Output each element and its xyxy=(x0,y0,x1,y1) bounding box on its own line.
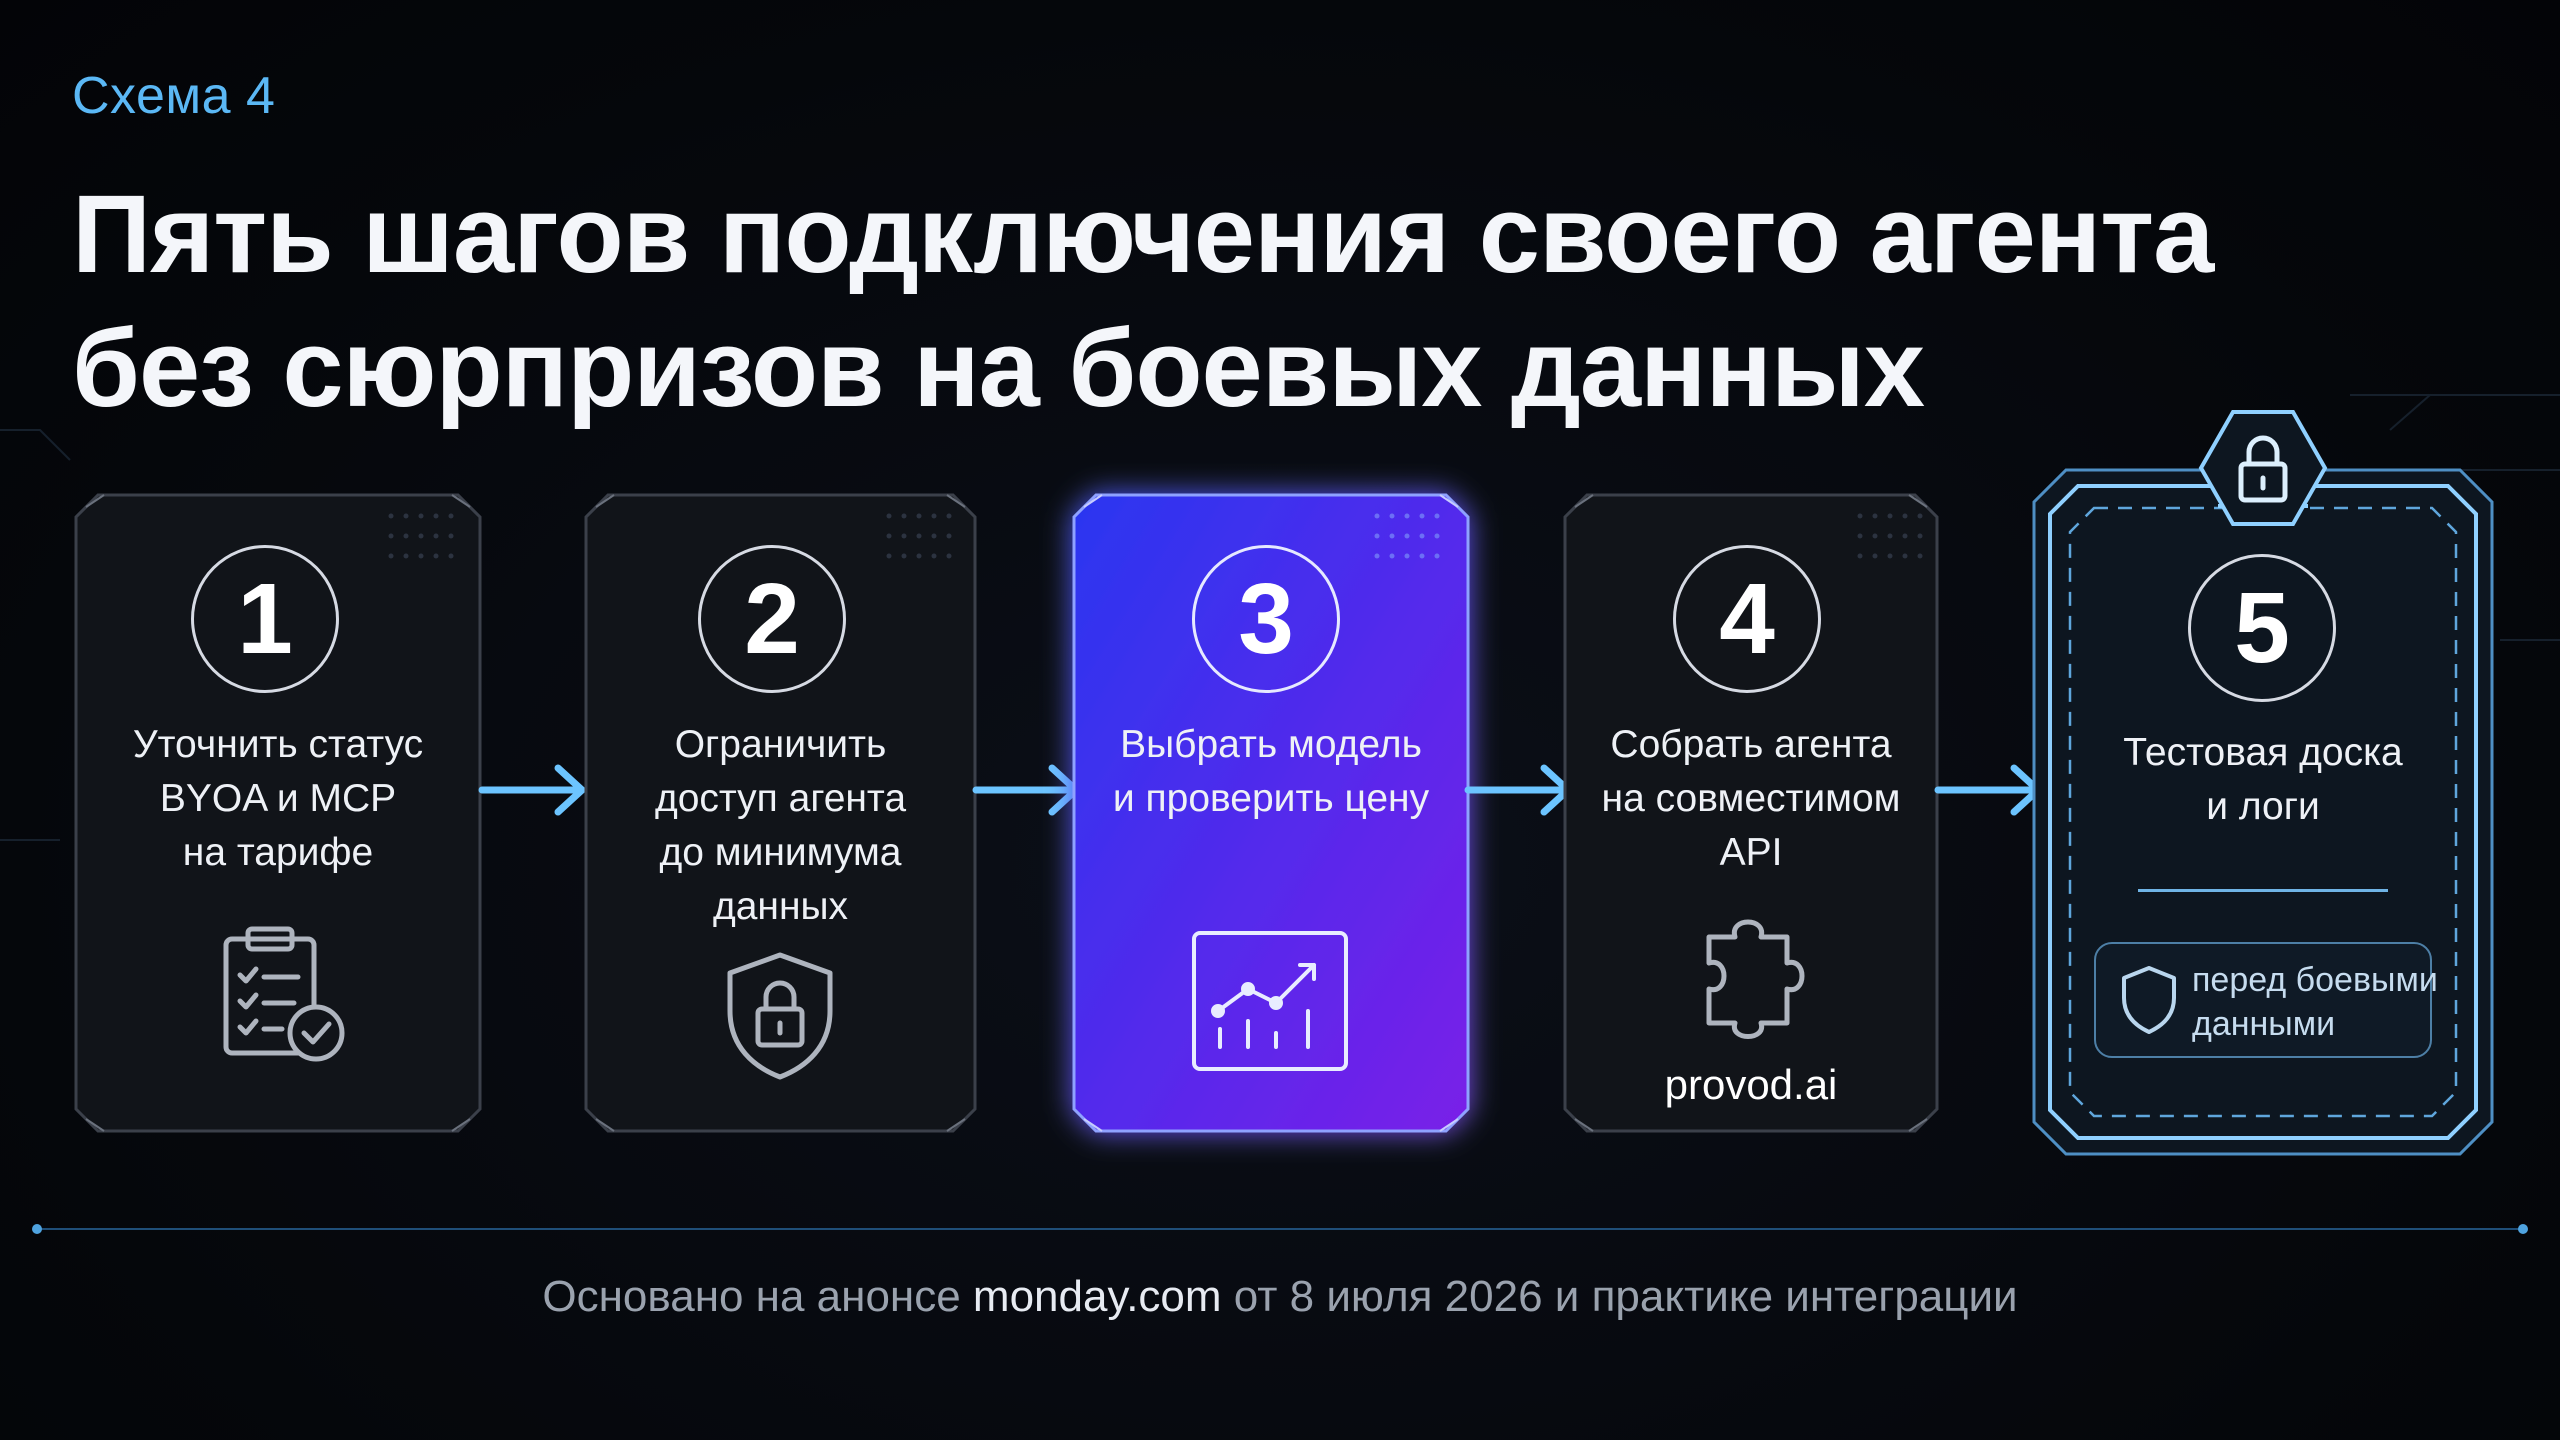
card-frame-highlighted xyxy=(1072,493,1470,1133)
title-line-2: без сюрпризов на боевых данных xyxy=(72,307,1925,430)
source-brand: monday.com xyxy=(972,1272,1222,1321)
step-text: Выбрать модель и проверить цену xyxy=(1112,723,1430,820)
badge-text: перед боевыми данными xyxy=(2192,961,2438,1043)
step-number: 5 xyxy=(2188,554,2336,702)
step-number: 3 xyxy=(1192,545,1340,693)
source-suffix: от 8 июля 2026 и практике интеграции xyxy=(1221,1272,2018,1321)
footer-divider-dot-right xyxy=(2518,1224,2528,1234)
card-frame xyxy=(74,493,482,1133)
step-card-2: 2 Ограничить доступ агента до минимума д… xyxy=(584,493,977,1133)
step-number: 4 xyxy=(1673,545,1821,693)
shield-icon xyxy=(2122,966,2176,1034)
badge xyxy=(2094,942,2432,1058)
page-title: Пять шагов подключения своего агента без… xyxy=(72,168,2372,436)
step-text: Собрать агента на совместимом API xyxy=(1601,723,1901,874)
lock-icon xyxy=(2198,410,2328,526)
card-frame xyxy=(1563,493,1939,1133)
step-text: Тестовая доска и логи xyxy=(2123,731,2403,828)
step-text: Ограничить доступ агента до минимума дан… xyxy=(654,723,907,928)
decorative-dots xyxy=(1374,513,1440,559)
chart-trend-icon xyxy=(1192,931,1348,1071)
step-number: 1 xyxy=(191,545,339,693)
footer-divider-dot-left xyxy=(32,1224,42,1234)
title-line-1: Пять шагов подключения своего агента xyxy=(72,173,2214,296)
diagram-label: Схема 4 xyxy=(72,67,276,125)
step-number: 2 xyxy=(698,545,846,693)
puzzle-icon xyxy=(1706,919,1805,1039)
step-card-4: 4 Собрать агента на совместимом API prov… xyxy=(1563,493,1939,1133)
source-note: Основано на анонсе monday.com от 8 июля … xyxy=(0,1272,2560,1322)
flow-arrow-1 xyxy=(478,764,586,816)
footer-divider xyxy=(36,1228,2526,1230)
step-card-1: 1 Уточнить статус BYOA и MCP на тарифе xyxy=(74,493,482,1133)
step-card-5: 5 Тестовая доска и логи перед боевыми да… xyxy=(2032,410,2494,1156)
decorative-dots xyxy=(1857,513,1923,559)
shield-lock-icon xyxy=(727,952,833,1080)
decorative-dots xyxy=(388,513,454,559)
clipboard-check-icon xyxy=(223,926,345,1062)
source-prefix: Основано на анонсе xyxy=(542,1272,973,1321)
card-frame xyxy=(584,493,977,1133)
divider xyxy=(2138,889,2388,892)
provider-caption: provod.ai xyxy=(1664,1061,1838,1108)
step-card-3-highlighted: 3 Выбрать модель и проверить цену xyxy=(1072,493,1470,1133)
decorative-dots xyxy=(886,513,952,559)
step-text: Уточнить статус BYOA и MCP на тарифе xyxy=(132,723,424,874)
